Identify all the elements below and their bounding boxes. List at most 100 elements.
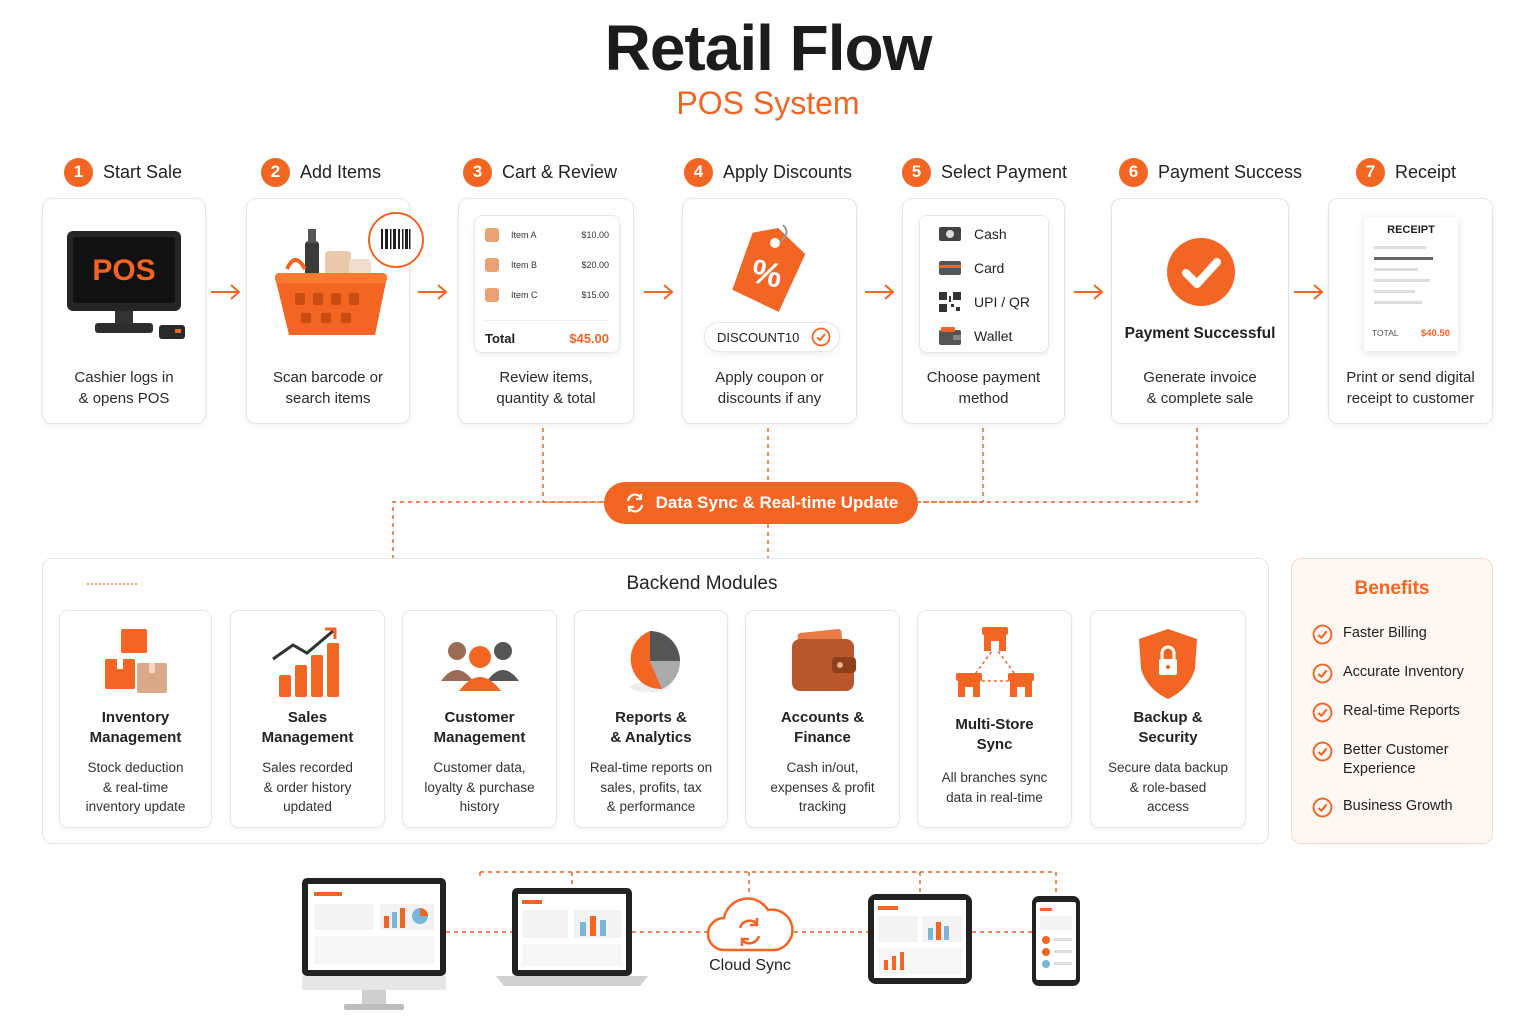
step-title: Payment Success <box>1158 161 1303 182</box>
step-title: Select Payment <box>941 161 1068 182</box>
pie-chart-icon <box>630 631 681 692</box>
cart-total-row: Total $45.00 <box>485 320 609 346</box>
cart-total-value: $45.00 <box>569 331 609 346</box>
desktop-icon <box>302 878 446 1010</box>
check-circle-icon <box>1312 624 1333 645</box>
step-heading-6: 6 Payment Success <box>1119 157 1302 187</box>
check-circle-icon <box>1312 797 1333 818</box>
pos-screen-text: POS <box>92 254 155 287</box>
sync-connector-lines <box>446 871 1057 933</box>
check-circle-icon <box>1312 663 1333 684</box>
benefit-item: Business Growth <box>1312 797 1453 818</box>
step-heading-3: 3 Cart & Review <box>463 157 617 187</box>
benefit-item: Faster Billing <box>1312 624 1427 645</box>
step-card-cart-review: Item A$10.00 Item B$20.00 Item C$15.00 T… <box>458 198 634 424</box>
receipt-title: RECEIPT <box>1387 224 1435 236</box>
shopping-basket-icon <box>275 229 387 335</box>
payment-option-cash[interactable]: Cash <box>920 217 1048 251</box>
step-caption: Cashier logs in& opens POS <box>74 369 174 407</box>
benefit-item: Real-time Reports <box>1312 702 1460 723</box>
wallet-icon <box>791 629 856 691</box>
product-icon <box>485 228 499 242</box>
cart-item-row: Item A$10.00 <box>485 220 609 250</box>
step-heading-1: 1 Start Sale <box>64 157 182 187</box>
devices-cloud-sync-diagram <box>302 871 1080 1010</box>
data-sync-label: Data Sync & Real-time Update <box>655 493 899 512</box>
barcode-icon <box>368 212 424 268</box>
payment-option-wallet[interactable]: Wallet <box>920 319 1048 353</box>
step-number-badge: 4 <box>684 157 713 187</box>
module-backup-security: Backup &Security Secure data backup& rol… <box>1090 610 1246 828</box>
backend-modules-title: Backend Modules <box>626 573 778 594</box>
step-number-badge: 5 <box>902 157 931 187</box>
flow-arrow-icon <box>644 284 674 300</box>
cart-total-label: Total <box>485 331 516 346</box>
coupon-code-chip: DISCOUNT10 <box>704 322 840 352</box>
qr-code-icon <box>939 292 961 312</box>
stores-network-icon <box>955 627 1034 697</box>
benefits-title: Benefits <box>1354 578 1430 599</box>
phone-icon <box>1032 896 1080 986</box>
product-icon <box>485 258 499 272</box>
step-title: Start Sale <box>103 161 183 182</box>
benefit-item: Accurate Inventory <box>1312 663 1464 684</box>
module-title: Backup &Security <box>1133 709 1203 746</box>
step-heading-5: 5 Select Payment <box>902 157 1067 187</box>
module-reports-analytics: Reports && Analytics Real-time reports o… <box>574 610 728 828</box>
check-circle-icon <box>1312 702 1333 723</box>
step-caption: Generate invoice& complete sale <box>1143 369 1257 407</box>
payment-option-card[interactable]: Card <box>920 251 1048 285</box>
step-card-start-sale: POS Cashier logs in& opens POS <box>42 198 206 424</box>
step-title: Apply Discounts <box>723 161 853 182</box>
step-number-badge: 3 <box>463 157 492 187</box>
payment-option-upi[interactable]: UPI / QR <box>920 285 1048 319</box>
check-circle-icon <box>1312 741 1333 762</box>
flow-arrow-icon <box>1294 284 1324 300</box>
step-caption: Review items,quantity & total <box>496 369 596 407</box>
cloud-sync-icon <box>706 897 794 952</box>
step-number-badge: 6 <box>1119 157 1148 187</box>
step-number-badge: 7 <box>1356 157 1385 187</box>
pos-terminal-icon: POS <box>67 231 185 339</box>
laptop-icon <box>496 888 648 986</box>
step-card-payment-success: Payment Successful Generate invoice& com… <box>1111 198 1289 424</box>
sales-chart-icon <box>271 627 339 697</box>
payment-methods-panel: Cash Card UPI / QR Wallet <box>919 215 1049 353</box>
inventory-boxes-icon <box>104 629 167 693</box>
module-accounts-finance: Accounts &Finance Cash in/out,expenses &… <box>745 610 900 828</box>
shield-lock-icon <box>1139 629 1197 699</box>
wallet-icon <box>939 327 961 345</box>
data-sync-badge: Data Sync & Real-time Update <box>604 482 918 524</box>
cash-icon <box>939 227 961 241</box>
step-title: Cart & Review <box>502 161 618 182</box>
decorative-dots <box>87 583 137 585</box>
product-icon <box>485 288 499 302</box>
step-number-badge: 1 <box>64 157 93 187</box>
step-title: Add Items <box>300 161 382 182</box>
coupon-code: DISCOUNT10 <box>717 329 800 345</box>
receipt-icon: RECEIPT TOTAL$40.50 <box>1364 217 1458 351</box>
flow-arrow-icon <box>211 284 241 300</box>
step-number-badge: 2 <box>261 157 290 187</box>
card-icon <box>939 261 961 275</box>
flow-arrow-icon <box>1074 284 1104 300</box>
